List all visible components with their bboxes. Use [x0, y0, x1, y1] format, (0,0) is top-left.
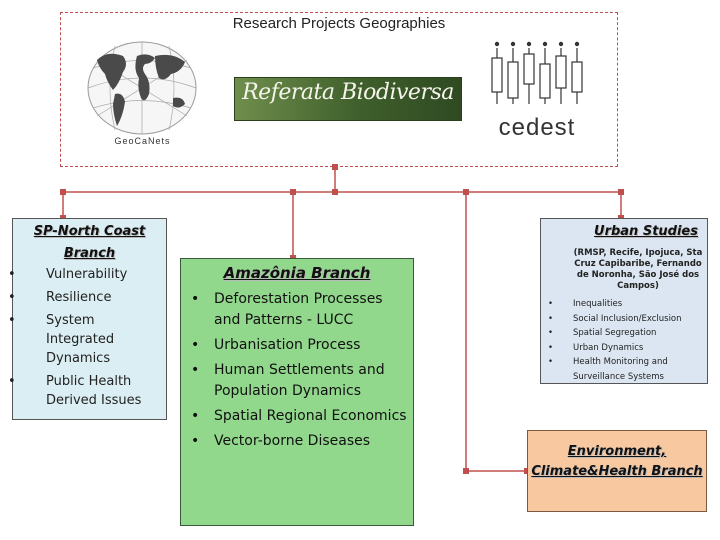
list-item: Urban Dynamics: [548, 341, 706, 356]
sp-north-coast-topic-list: Vulnerability Resilience System Integrat…: [8, 265, 164, 414]
environment-branch-title: Environment, Climate&Health Branch: [531, 444, 703, 479]
urban-studies-topic-list: Inequalities Social Inclusion/Exclusion …: [548, 297, 706, 384]
urban-studies-cities: (RMSP, Recife, Ipojuca, Sta Cruz Capibar…: [573, 248, 703, 291]
list-item: Deforestation Processes and Patterns - L…: [191, 289, 412, 331]
list-item: Public Health Derived Issues: [8, 372, 164, 410]
list-item: System Integrated Dynamics: [8, 311, 164, 368]
environment-branch-box: [527, 430, 707, 512]
header-frame: [60, 12, 618, 167]
list-item: Inequalities: [548, 297, 706, 312]
list-item: Social Inclusion/Exclusion: [548, 312, 706, 327]
list-item: Human Settlements and Population Dynamic…: [191, 360, 412, 402]
list-item: Urbanisation Process: [191, 335, 412, 356]
cedest-bars-icon: [491, 41, 583, 104]
list-item: Spatial Regional Economics: [191, 406, 412, 427]
urban-studies-title: Urban Studies: [594, 224, 698, 239]
list-item: Vulnerability: [8, 265, 164, 284]
referata-biodiversa-label: Referata Biodiversa: [242, 80, 454, 105]
list-item: Resilience: [8, 288, 164, 307]
geocanets-globe-icon: [87, 41, 197, 135]
amazonia-topic-list: Deforestation Processes and Patterns - L…: [191, 289, 412, 456]
geocanets-label: GeoCaNets: [114, 136, 171, 146]
list-item: Spatial Segregation: [548, 326, 706, 341]
cedest-label: cedest: [498, 114, 576, 141]
list-item: Health Monitoring and Surveillance Syste…: [548, 355, 706, 384]
list-item: Vector-borne Diseases: [191, 431, 412, 452]
amazonia-branch-title: Amazônia Branch: [223, 264, 371, 282]
referata-biodiversa-logo: [234, 77, 462, 121]
header-title: Research Projects Geographies: [232, 15, 446, 32]
sp-north-coast-branch-title: SP-North Coast Branch: [33, 224, 146, 261]
